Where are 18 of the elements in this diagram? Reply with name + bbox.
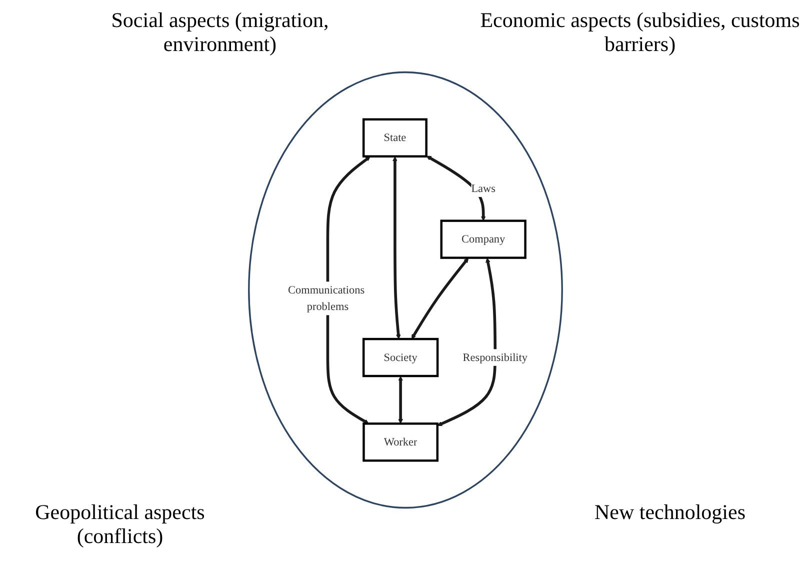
edge-label: Communications problems — [288, 284, 365, 313]
node-box: Company — [440, 220, 526, 259]
node-box: Society — [362, 338, 439, 378]
arrow — [437, 258, 497, 426]
arrow — [411, 258, 469, 340]
ellipse-boundary — [248, 71, 563, 509]
edge-label: Laws — [471, 182, 496, 195]
aspect-note: Social aspects (migration, environment) — [110, 8, 330, 56]
arrow — [426, 156, 486, 222]
node-box: Worker — [362, 422, 439, 462]
aspect-note: New technologies — [593, 500, 747, 524]
aspect-note: Geopolitical aspects (conflicts) — [34, 500, 206, 548]
arrow — [326, 156, 370, 424]
node-box: State — [362, 118, 428, 158]
aspect-note: Economic aspects (subsidies, customs barriers) — [479, 8, 801, 56]
arrow — [392, 156, 401, 340]
arrow — [398, 376, 404, 424]
edge-label: Responsibility — [462, 351, 528, 364]
